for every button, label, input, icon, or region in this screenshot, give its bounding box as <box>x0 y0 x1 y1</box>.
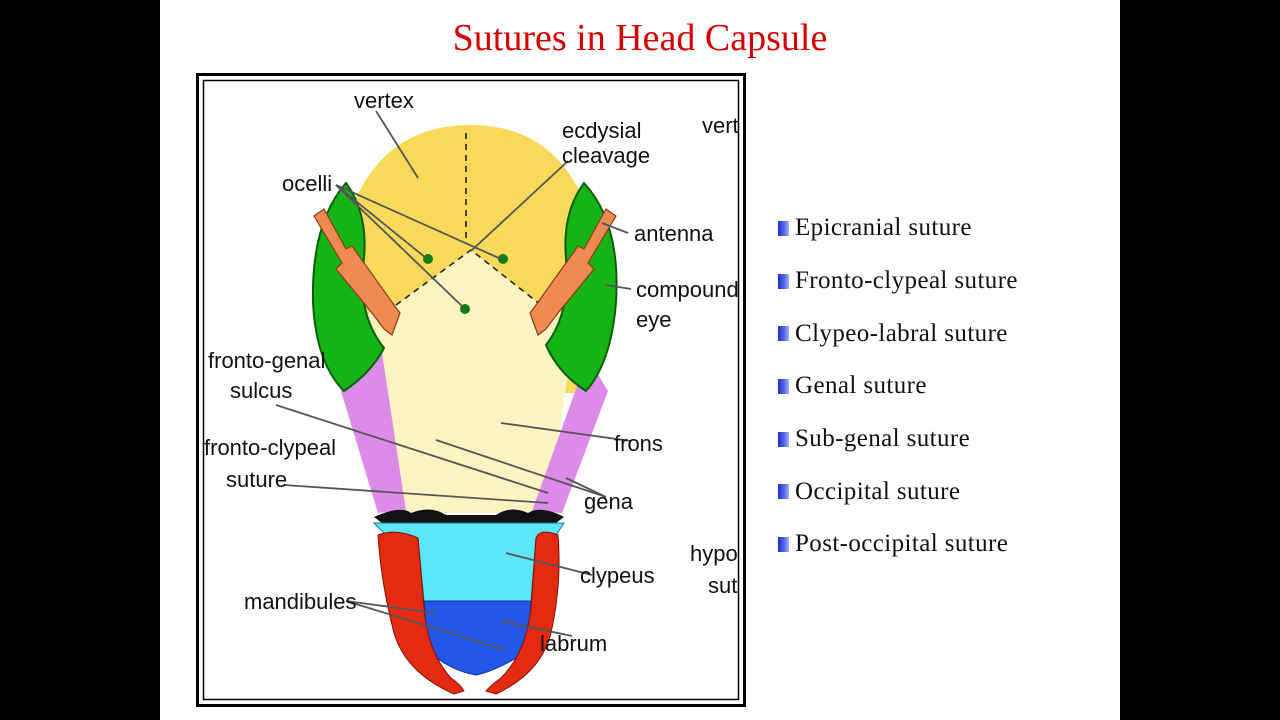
label-mandibules: mandibules <box>244 589 357 614</box>
gena-left <box>340 353 406 513</box>
label-hypo-2: sut <box>708 573 737 598</box>
list-item: Post-occipital suture <box>778 518 1018 571</box>
label-compound-1: compound <box>636 277 739 302</box>
label-antenna: antenna <box>634 221 714 246</box>
mandible-left <box>377 531 465 695</box>
label-ecdysial-2: cleavage <box>562 143 650 168</box>
bullet-square-icon <box>778 220 789 236</box>
antenna-left <box>313 208 401 336</box>
ocellus-right <box>498 254 508 264</box>
bullet-square-icon <box>778 326 789 342</box>
leader-lines <box>275 110 632 651</box>
label-fronto-clypeal-1: fronto-clypeal <box>204 435 336 460</box>
frame-inner <box>202 79 740 701</box>
label-gena: gena <box>584 489 634 514</box>
list-item: Occipital suture <box>778 465 1018 518</box>
suture-item-text: Genal suture <box>795 372 927 400</box>
label-compound-2: eye <box>636 307 671 332</box>
list-item: Clypeo-labral suture <box>778 307 1018 360</box>
bullet-square-icon <box>778 536 789 552</box>
label-labrum: labrum <box>540 631 607 656</box>
suture-item-text: Fronto-clypeal suture <box>795 267 1018 295</box>
bullet-square-icon <box>778 378 789 394</box>
suture-item-text: Post-occipital suture <box>795 530 1009 558</box>
list-item: Sub-genal suture <box>778 413 1018 466</box>
label-vertex: vertex <box>354 88 414 113</box>
list-item: Fronto-clypeal suture <box>778 255 1018 308</box>
slide-title: Sutures in Head Capsule <box>452 17 828 59</box>
label-ocelli: ocelli <box>282 171 332 196</box>
bullet-square-icon <box>778 431 789 447</box>
ocellus-left <box>423 254 433 264</box>
label-vert-cut: vert <box>702 113 739 138</box>
bullet-square-icon <box>778 484 789 500</box>
list-item: Epicranial suture <box>778 202 1018 255</box>
label-fronto-clypeal-2: suture <box>226 467 287 492</box>
head-capsule-diagram: vertex ecdysial cleavage vert ocelli ant… <box>196 73 746 707</box>
mandible-right <box>485 531 560 695</box>
label-ecdysial-1: ecdysial <box>562 118 641 143</box>
suture-item-text: Sub-genal suture <box>795 425 971 453</box>
slide: Sutures in Head Capsule <box>160 0 1120 720</box>
fronto-clypeal-band <box>374 509 564 523</box>
label-fronto-genal-1: fronto-genal <box>208 348 325 373</box>
antenna-right <box>529 208 617 336</box>
label-clypeus: clypeus <box>580 563 655 588</box>
label-hypo-1: hypo <box>690 541 738 566</box>
suture-item-text: Clypeo-labral suture <box>795 319 1008 347</box>
list-item: Genal suture <box>778 360 1018 413</box>
suture-item-text: Occipital suture <box>795 477 961 505</box>
diagram-svg: vertex ecdysial cleavage vert ocelli ant… <box>196 73 746 707</box>
label-frons: frons <box>614 431 663 456</box>
label-fronto-genal-2: sulcus <box>230 378 292 403</box>
suture-item-text: Epicranial suture <box>795 214 972 242</box>
suture-list: Epicranial suture Fronto-clypeal suture … <box>778 202 1018 571</box>
bullet-square-icon <box>778 273 789 289</box>
